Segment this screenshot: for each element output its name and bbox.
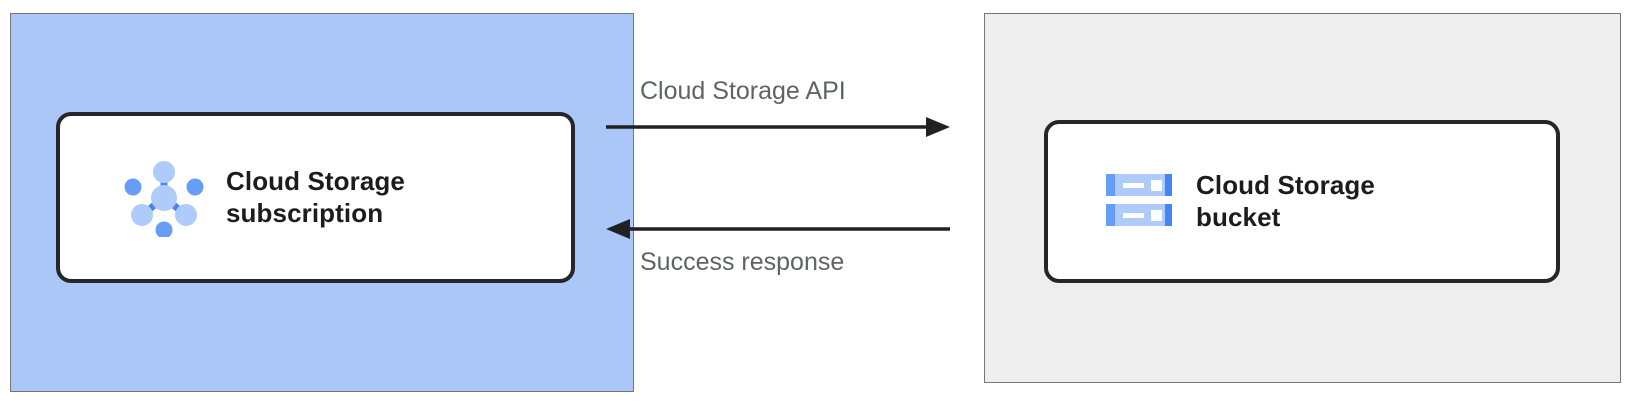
response-arrow bbox=[606, 212, 950, 246]
cloud-storage-bucket-card[interactable]: Cloud Storage bucket bbox=[1044, 120, 1560, 283]
cloud-storage-subscription-card[interactable]: Cloud Storage subscription bbox=[56, 112, 575, 283]
subscription-card-label: Cloud Storage subscription bbox=[226, 165, 405, 228]
request-arrow bbox=[606, 110, 950, 144]
request-arrow-label: Cloud Storage API bbox=[640, 77, 846, 105]
pubsub-subscription-icon bbox=[122, 153, 206, 242]
cloud-storage-bucket-icon bbox=[1102, 162, 1176, 241]
response-arrow-label: Success response bbox=[640, 248, 845, 276]
bucket-card-label: Cloud Storage bucket bbox=[1196, 169, 1375, 232]
